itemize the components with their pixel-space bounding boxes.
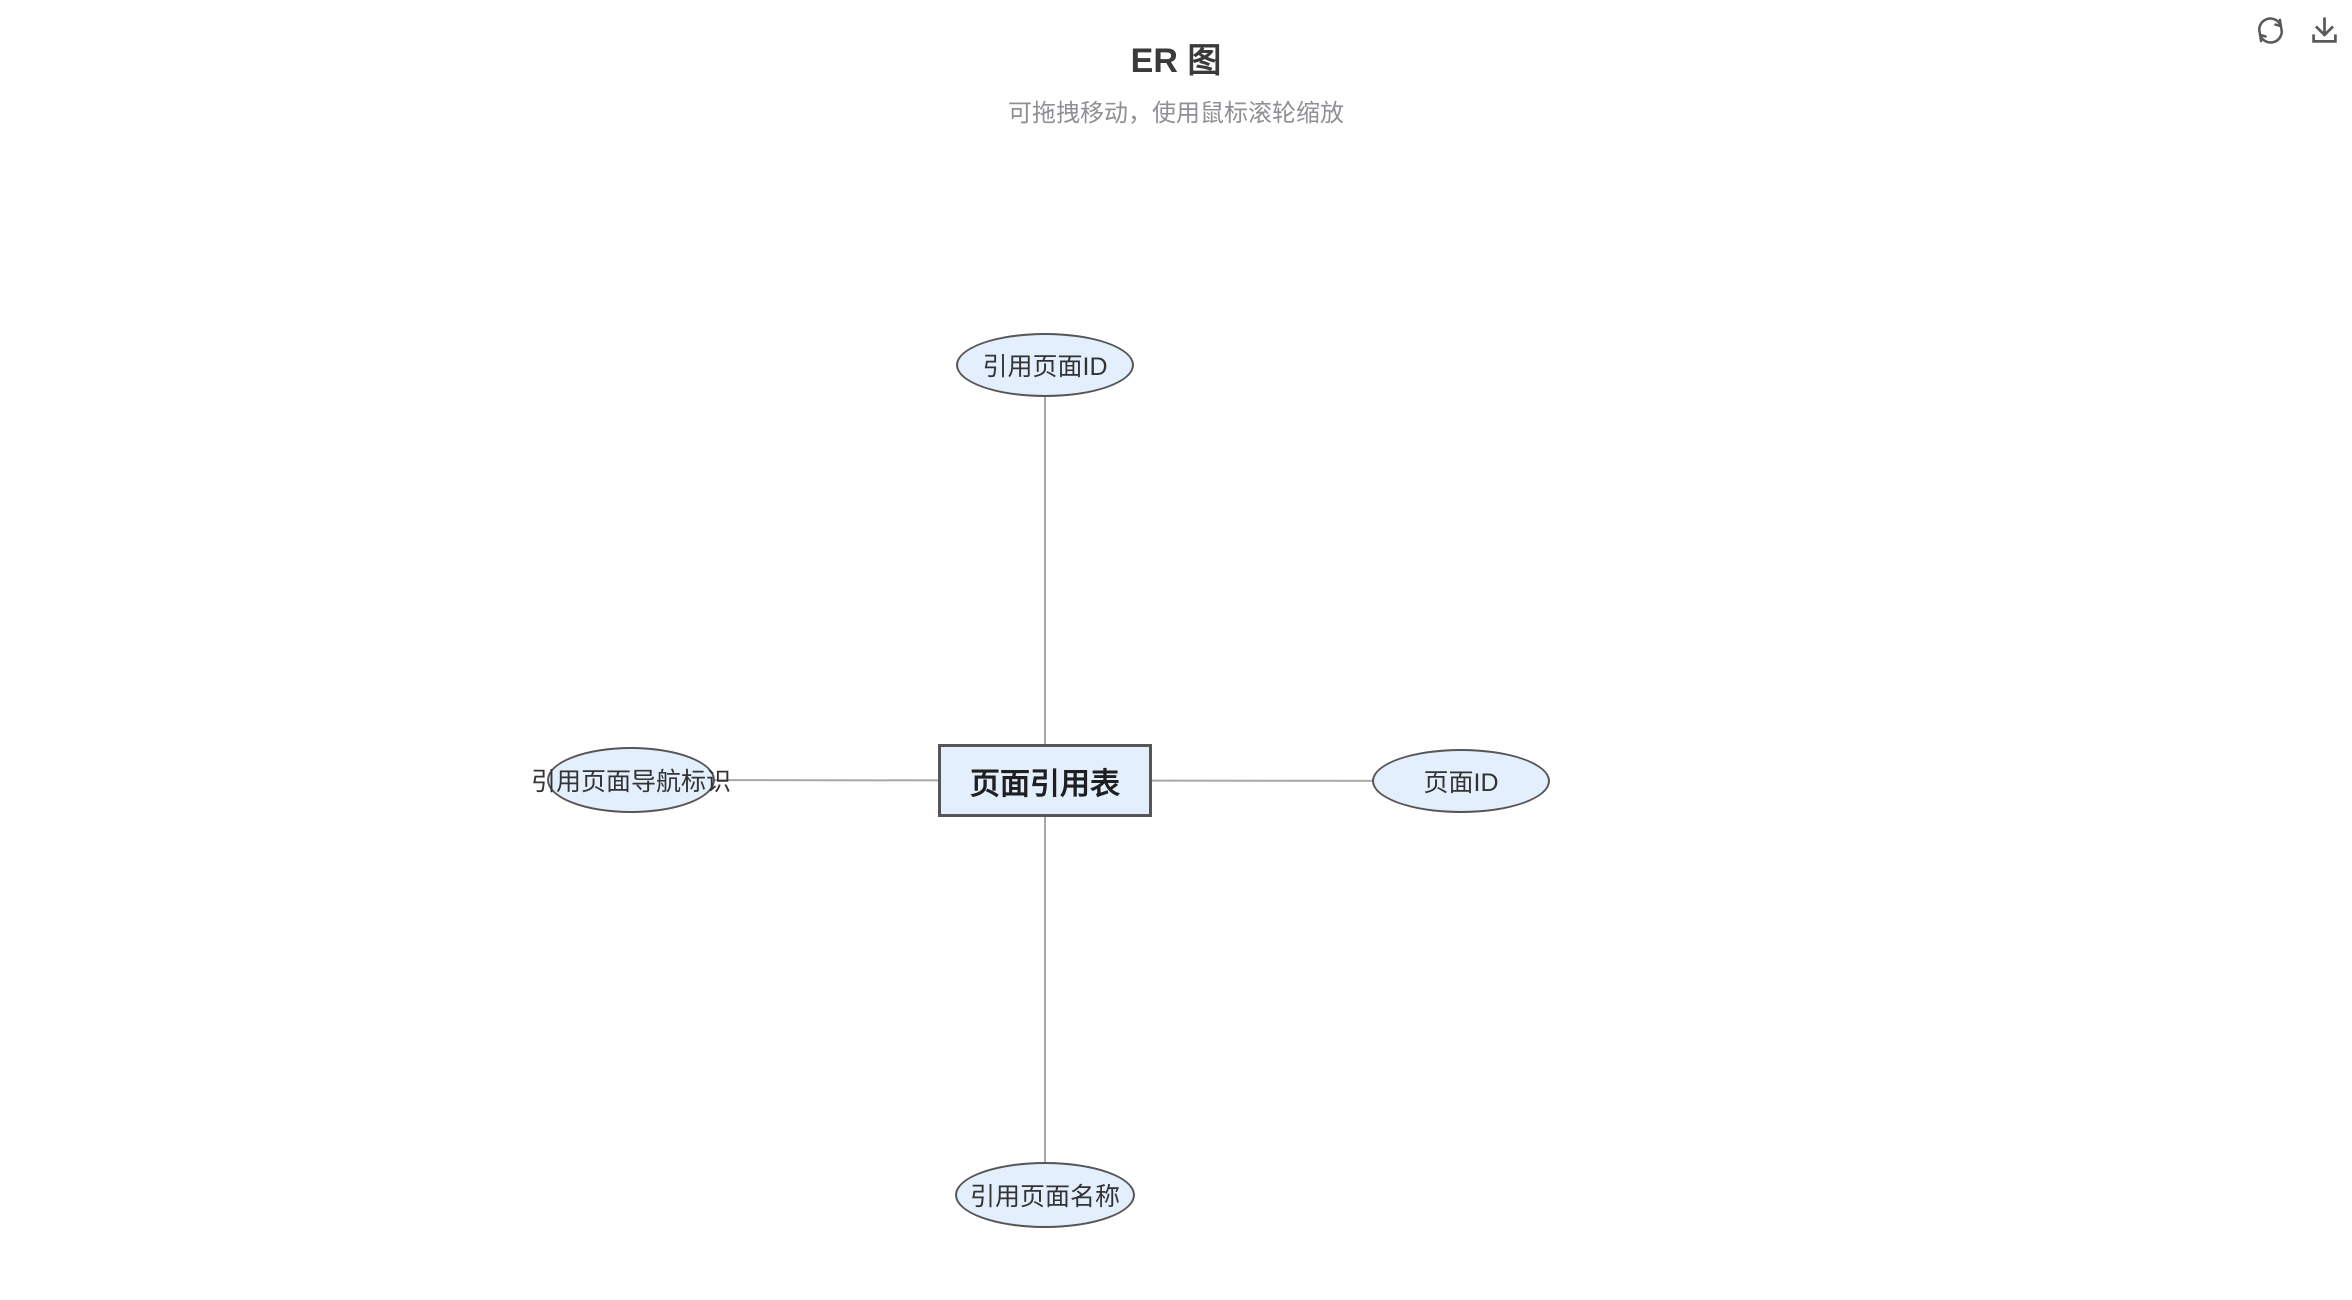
toolbar [2250, 10, 2344, 50]
attribute-label: 引用页面导航标识 [530, 768, 732, 796]
attribute-node[interactable]: 引用页面名称 [955, 1162, 1135, 1228]
attribute-node[interactable]: 页面ID [1372, 749, 1550, 813]
refresh-icon [2257, 16, 2283, 44]
download-button[interactable] [2304, 10, 2344, 50]
entity-label: 页面引用表 [970, 767, 1120, 801]
attribute-node[interactable]: 引用页面导航标识 [531, 747, 731, 813]
download-icon [2311, 16, 2337, 43]
attribute-node[interactable]: 引用页面ID [956, 333, 1134, 397]
attribute-label: 页面ID [1423, 769, 1499, 797]
attribute-label: 引用页面ID [982, 353, 1108, 381]
entity-node[interactable]: 页面引用表 [938, 744, 1152, 817]
attribute-label: 引用页面名称 [969, 1183, 1121, 1211]
refresh-button[interactable] [2250, 10, 2290, 50]
